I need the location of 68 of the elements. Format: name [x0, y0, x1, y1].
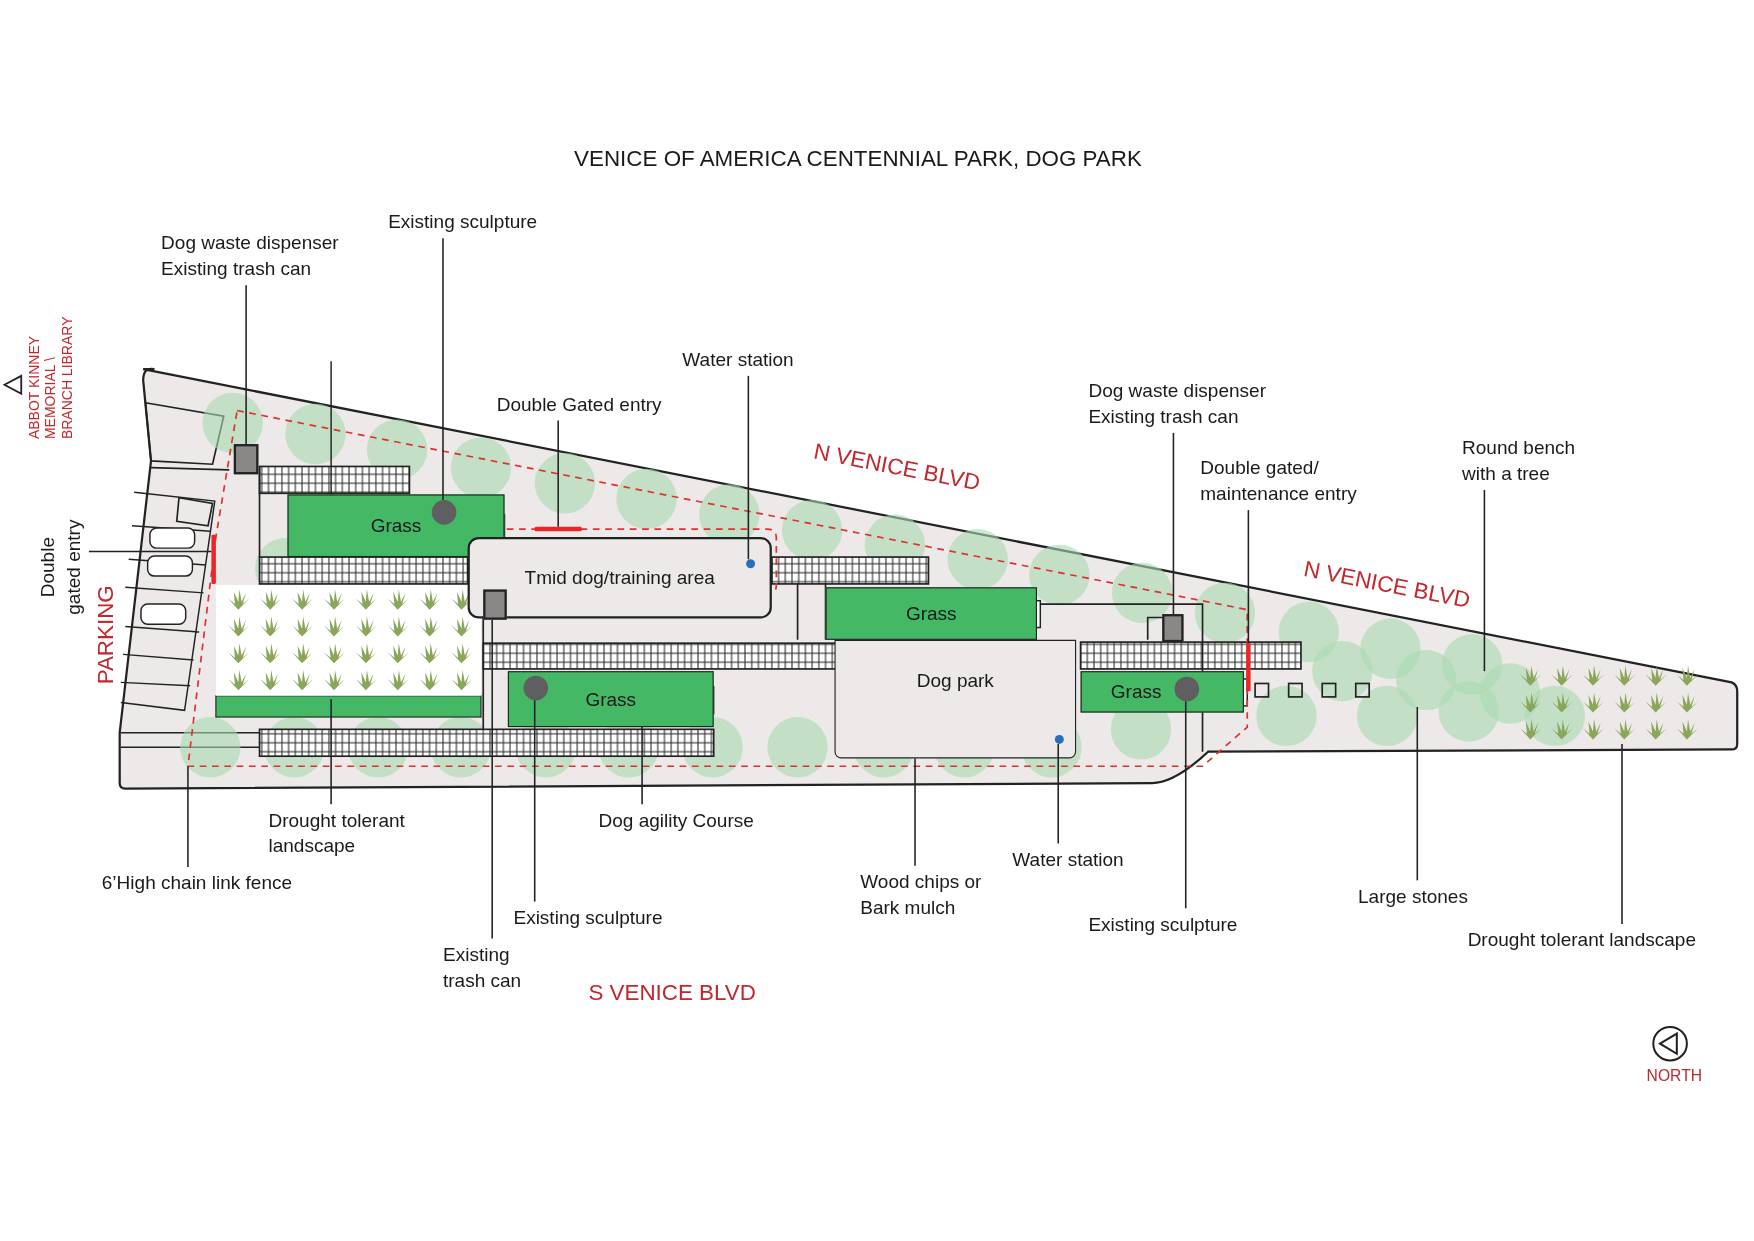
callout-label: 6’High chain link fence [101, 871, 294, 896]
callout-label: Drought tolerant landscape [1467, 928, 1697, 953]
area-name: PARKING [92, 585, 119, 685]
gate [211, 534, 216, 584]
callout-label: Water station [682, 348, 795, 373]
callout-label: Dog agility Course [598, 808, 755, 834]
leader-line [1483, 489, 1486, 672]
sculpture [431, 500, 457, 525]
gate [534, 526, 582, 532]
callout-label: Water station [1012, 848, 1125, 873]
callout-label: Double gated/ maintenance entry [1200, 456, 1358, 507]
leader-line [187, 765, 189, 868]
dog-park-area [834, 639, 1077, 759]
title: VENICE OF AMERICA CENTENNIAL PARK, DOG PARK [573, 145, 1143, 172]
callout-label: Round bench with a tree [1462, 436, 1577, 487]
area-label: Grass [1110, 680, 1162, 705]
area-label: Grass [585, 687, 637, 712]
sculpture [1174, 676, 1200, 702]
place-label: ABBOT KINNEY MEMORIAL \ BRANCH LIBRARY [26, 315, 77, 440]
water-station [1054, 734, 1064, 744]
water-station [746, 559, 756, 569]
trash-can [483, 589, 507, 620]
compass-label: NORTH [1646, 1066, 1702, 1084]
training-area [467, 536, 772, 619]
grass-area [1080, 671, 1244, 713]
callout-label: Existing sculpture [1088, 912, 1239, 938]
callout-label: Wood chips or Bark mulch [860, 870, 983, 921]
grass-area [507, 671, 714, 728]
leader-line [442, 237, 444, 501]
area-label: Tmid dog/training area [524, 566, 715, 591]
callout-label: Double gated entry [36, 518, 86, 617]
callout-label: Existing trash can [442, 943, 523, 994]
leader-line [245, 284, 247, 445]
leader-line [1057, 743, 1059, 845]
callout-label: Existing sculpture [513, 906, 664, 931]
leader-line [1621, 743, 1623, 925]
leader-line [747, 375, 750, 561]
callout-label: Existing trash can [1088, 405, 1240, 430]
gate [1246, 643, 1251, 692]
grass-area [825, 587, 1037, 640]
leader-line [641, 726, 643, 806]
leader-line [1172, 432, 1175, 615]
leader-line [491, 618, 493, 940]
waste-dispenser [233, 444, 259, 475]
waste-dispenser [1162, 614, 1184, 643]
callout-label: Double Gated entry [496, 392, 663, 417]
area-label: Grass [370, 514, 422, 539]
street-name: S VENICE BLVD [588, 979, 756, 1006]
leader-line [1416, 706, 1419, 882]
area-label: Dog park [916, 669, 994, 694]
leader-line [88, 550, 213, 553]
leader-line [557, 419, 559, 528]
grass-area [287, 494, 505, 558]
callout-label: Dog waste dispenser [161, 231, 340, 256]
callout-label: Existing trash can [161, 257, 313, 282]
leader-line [533, 699, 536, 903]
callout-label: Dog waste dispenser [1088, 379, 1267, 404]
leader-line [1184, 700, 1187, 910]
callout-label: Large stones [1358, 884, 1469, 910]
sculpture [523, 675, 549, 701]
street-name: N VENICE BLVD [1301, 555, 1473, 614]
street-name: N VENICE BLVD [811, 438, 983, 496]
leader-line [330, 698, 332, 806]
leader-line [914, 757, 916, 867]
area-label: Grass [905, 601, 957, 627]
leader-line [1247, 509, 1250, 644]
callout-label: Drought tolerant landscape [268, 808, 406, 859]
callout-label: Existing sculpture [388, 210, 539, 235]
